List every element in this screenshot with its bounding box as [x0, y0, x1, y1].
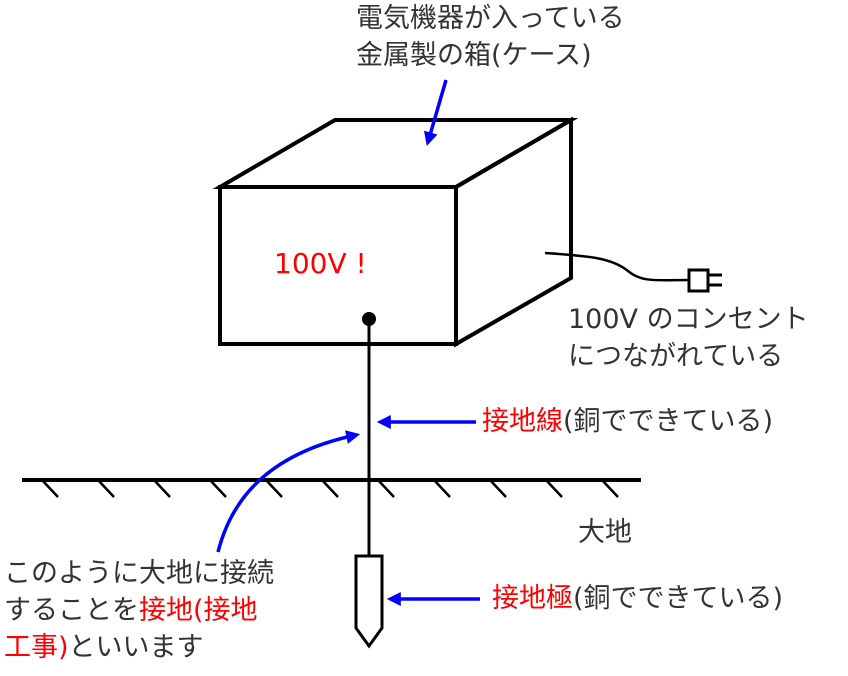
case-label-line2: 金属製の箱(ケース) — [356, 40, 592, 71]
box-side-face — [454, 116, 573, 348]
ground-hatch-icon — [22, 478, 641, 498]
ground-wire-note: (銅でできている) — [563, 406, 774, 437]
explanation-line3-post: といいます — [68, 632, 204, 663]
case-label-line1: 電気機器が入っている — [356, 3, 625, 34]
explanation-line1: このように大地に接続 — [4, 558, 274, 589]
explanation-line2-term: 接地(接地 — [139, 595, 258, 626]
voltage-label: 100V ! — [274, 247, 367, 280]
ground-wire-term: 接地線 — [482, 406, 563, 437]
explanation-line2-pre: することを — [4, 595, 139, 626]
ground-wire — [362, 312, 376, 556]
pointer-arrows — [216, 79, 480, 606]
explanation-line3-term: 工事) — [4, 632, 69, 663]
electrode-term: 接地極 — [492, 583, 573, 614]
box-3d-icon — [212, 116, 579, 348]
outlet-label-line2: につながれている — [568, 341, 784, 372]
earth-label: 大地 — [578, 517, 632, 548]
box-top-face — [212, 118, 579, 189]
explanation-line3: 工事)といいます — [4, 629, 204, 667]
electrode-rod-icon — [354, 554, 384, 649]
box-front-face — [218, 185, 458, 346]
outlet-label-line1: 100V のコンセント — [568, 304, 809, 335]
electrode-label: 接地極(銅でできている) — [492, 580, 783, 618]
arrow-to-case — [424, 79, 448, 147]
arrow-explanation-to-wire — [216, 430, 361, 553]
ground-wire-label: 接地線(銅でできている) — [482, 403, 773, 441]
electrode-note: (銅でできている) — [573, 583, 784, 614]
plug-icon — [544, 251, 722, 293]
explanation-line2: することを接地(接地 — [4, 592, 258, 630]
